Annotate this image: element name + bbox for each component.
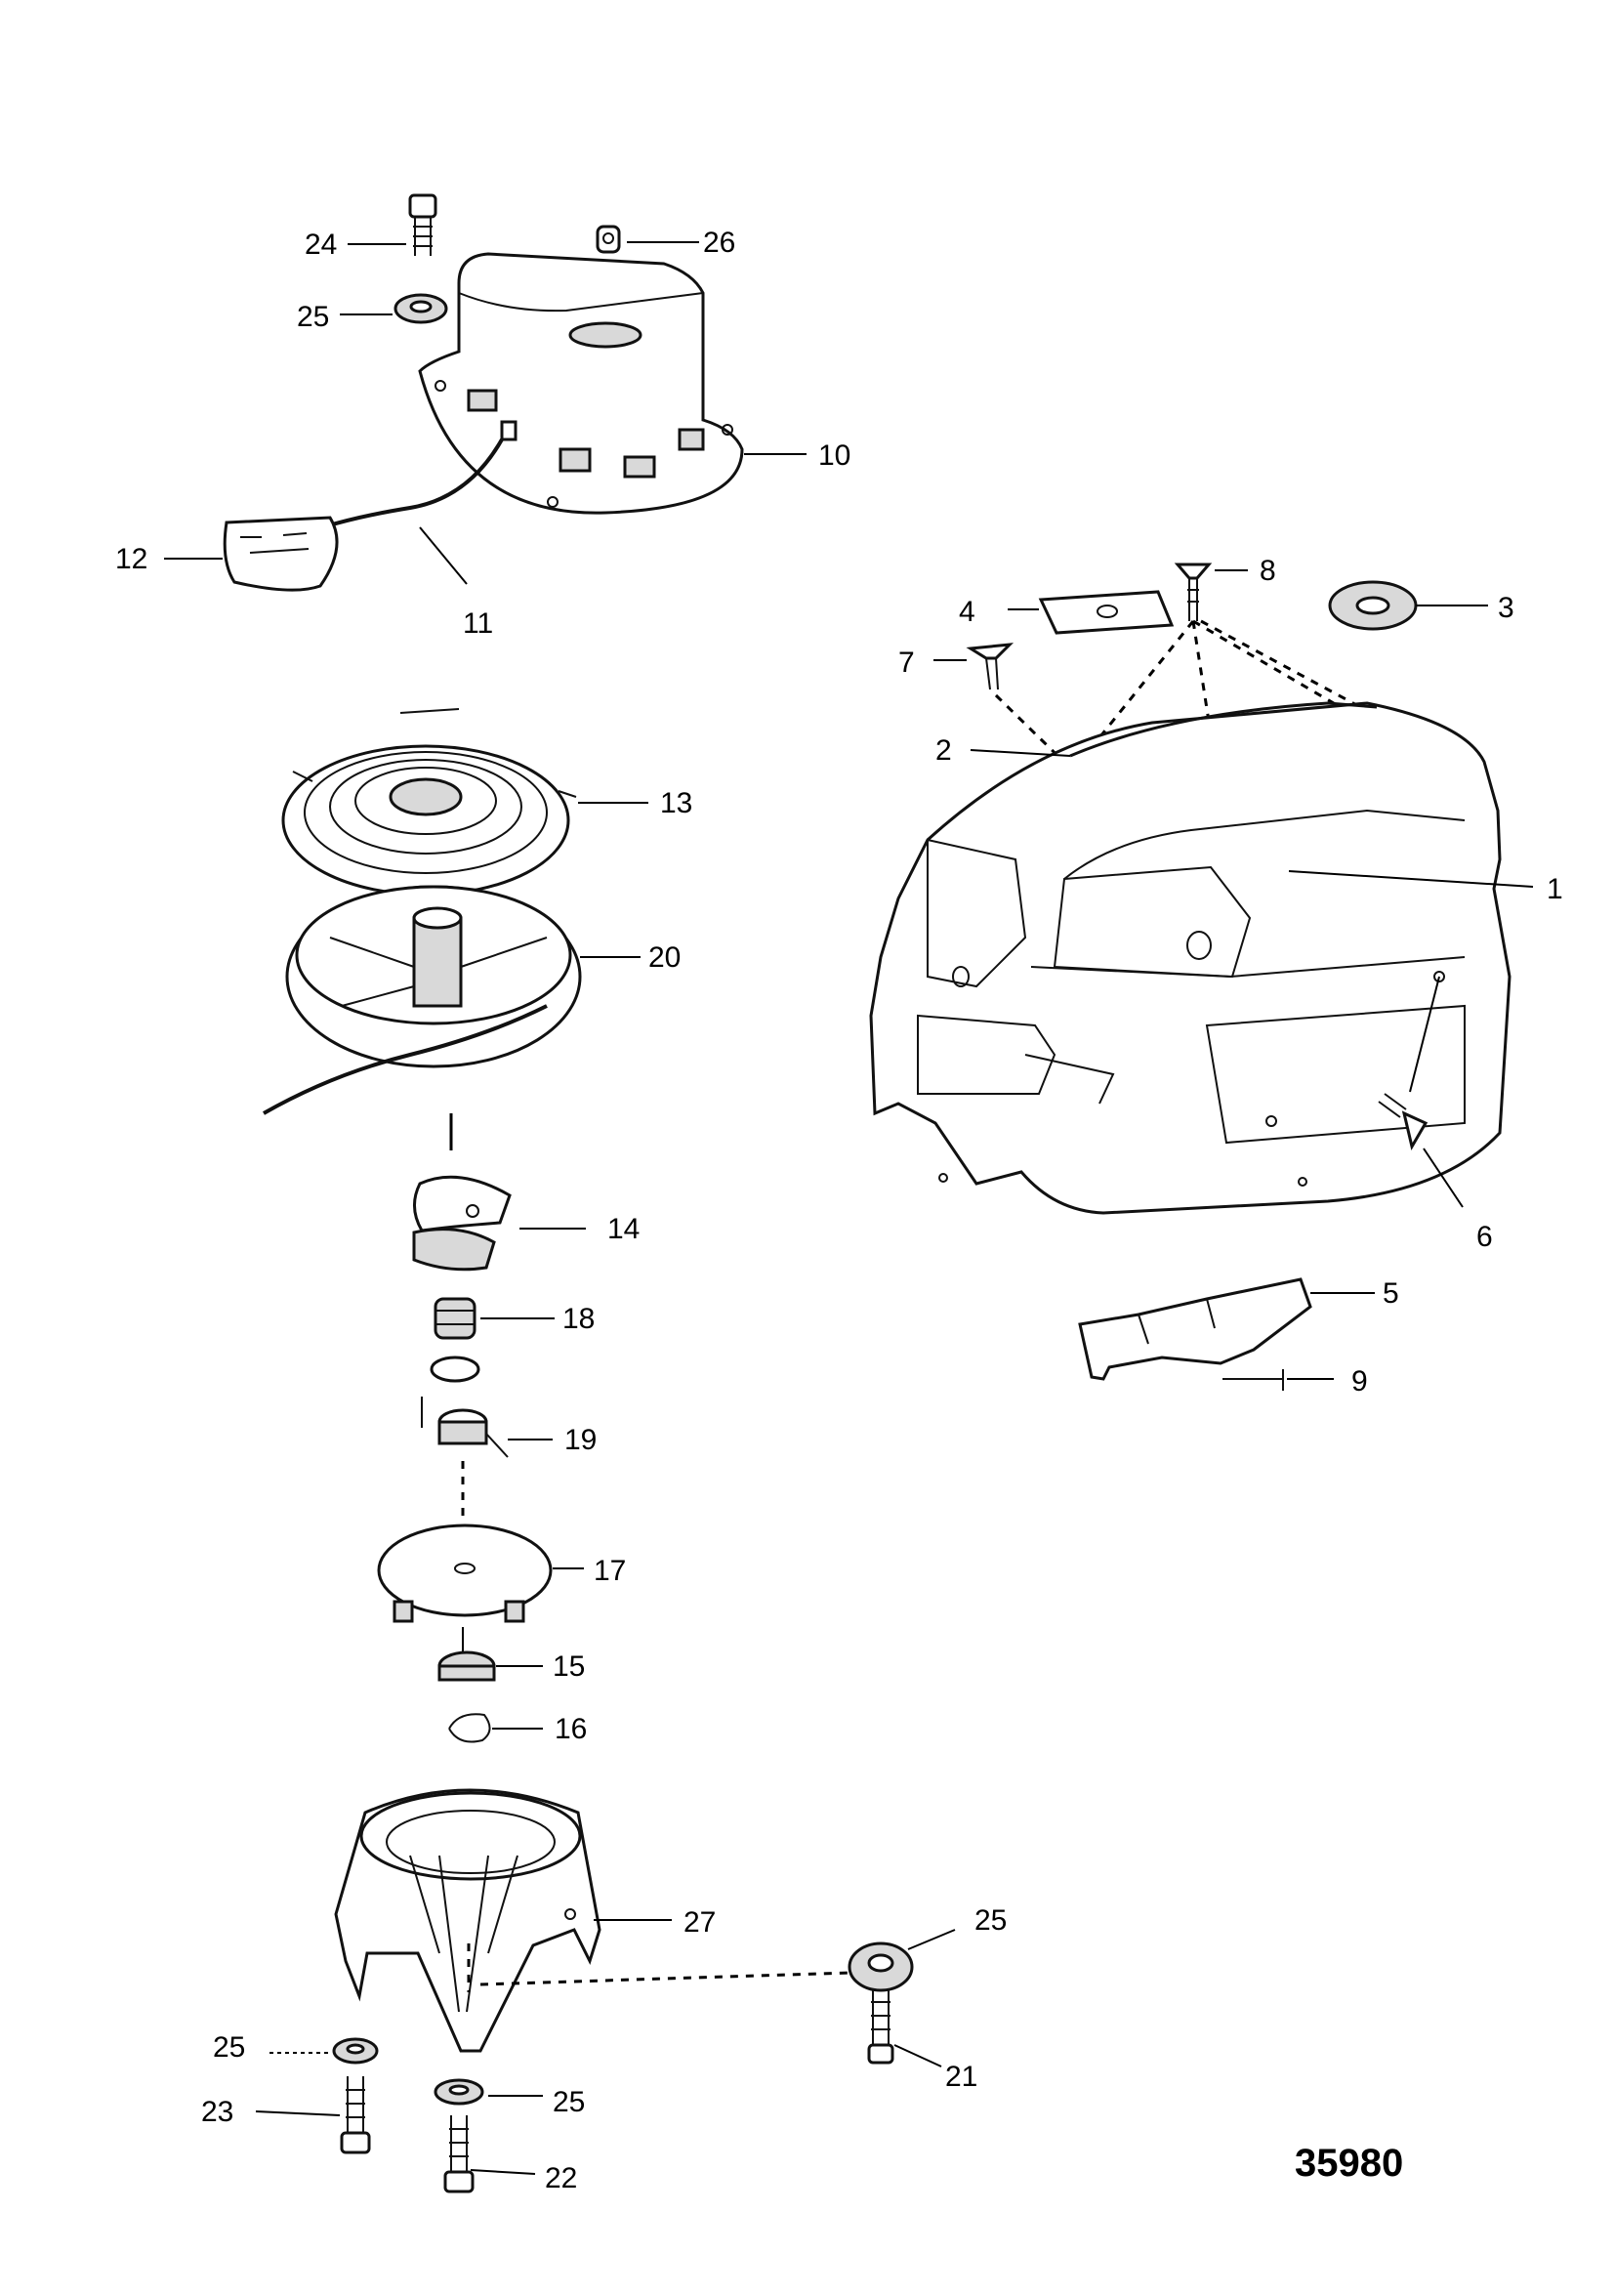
bushing-18 [430, 1297, 480, 1383]
washer-25-lower [434, 2078, 484, 2106]
callout-9: 9 [1351, 1365, 1368, 1398]
callout-2: 2 [935, 734, 952, 767]
starter-handle-12 [223, 516, 339, 592]
callout-27: 27 [683, 1906, 716, 1939]
document-number: 35980 [1295, 2142, 1403, 2185]
callout-17: 17 [594, 1555, 626, 1587]
screw-7 [966, 643, 1015, 690]
spring-19 [421, 1397, 509, 1458]
screw-6 [1378, 1093, 1429, 1151]
seal-ring-3 [1328, 580, 1418, 631]
callout-25-top: 25 [297, 301, 329, 333]
washer-25-top [393, 293, 448, 324]
callout-19: 19 [564, 1424, 597, 1456]
pawl-14 [412, 1175, 512, 1272]
bolt-24 [408, 193, 437, 256]
bolt-23 [340, 2076, 371, 2154]
callout-22: 22 [545, 2162, 577, 2194]
starter-rope-11 [321, 438, 504, 529]
grommet-26 [596, 225, 621, 254]
screw-8 [1174, 563, 1213, 621]
washer-25-left [332, 2037, 379, 2065]
callout-7: 7 [898, 647, 915, 679]
bolt-21 [867, 1990, 894, 2065]
callout-15: 15 [553, 1650, 585, 1683]
retainer-plate-17 [377, 1524, 553, 1623]
callout-12: 12 [115, 543, 147, 575]
bolt-22 [443, 2115, 475, 2193]
bracket-5 [1078, 1277, 1312, 1381]
callout-25-left: 25 [213, 2031, 245, 2064]
callout-14: 14 [607, 1213, 640, 1245]
callout-11: 11 [463, 607, 493, 640]
recoil-spring-13 [281, 708, 577, 897]
callout-6: 6 [1476, 1221, 1493, 1253]
callout-26: 26 [703, 227, 735, 259]
callout-20: 20 [648, 941, 681, 974]
rope-pulley-20 [263, 885, 582, 1115]
callout-4: 4 [959, 596, 975, 628]
starter-cup-27 [334, 1788, 601, 2053]
callout-24: 24 [305, 229, 337, 261]
clip-16 [448, 1713, 491, 1743]
callout-18: 18 [562, 1303, 595, 1335]
callout-16: 16 [555, 1713, 587, 1745]
callout-8: 8 [1260, 555, 1276, 587]
washer-25-right [848, 1941, 914, 1992]
callout-3: 3 [1498, 592, 1514, 624]
cowl-1 [869, 701, 1511, 1215]
callout-13: 13 [660, 787, 692, 819]
nut-15 [437, 1650, 496, 1682]
callout-23: 23 [201, 2096, 233, 2128]
callout-5: 5 [1383, 1277, 1399, 1310]
callout-25-right: 25 [974, 1904, 1007, 1937]
callout-25-lower: 25 [553, 2086, 585, 2118]
plate-4 [1038, 590, 1175, 635]
callout-21: 21 [945, 2061, 977, 2093]
pin-9 [1222, 1369, 1284, 1391]
recoil-housing-10 [418, 252, 744, 515]
callout-10: 10 [818, 439, 850, 472]
callout-1: 1 [1547, 873, 1563, 905]
